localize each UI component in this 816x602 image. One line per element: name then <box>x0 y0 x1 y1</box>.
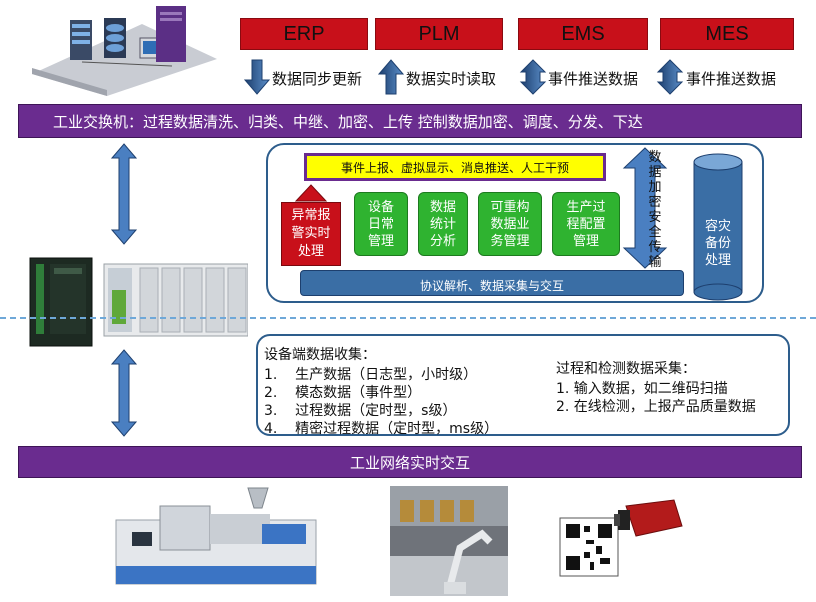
injection-molding-machine-illustration <box>115 487 317 585</box>
secure-transfer-label: 数 据 加 密 安 全 传 输 <box>648 150 662 270</box>
data-collection-panel <box>256 334 790 436</box>
barcode-scanner-illustration <box>559 499 683 577</box>
backup-cylinder-icon <box>693 153 743 301</box>
network-bar: 工业网络实时交互 <box>18 446 802 478</box>
process-collection-item: 1. 输入数据，如二维码扫描 <box>556 381 728 397</box>
process-collection-item: 2. 在线检测，上报产品质量数据 <box>556 399 756 415</box>
system-plm: PLM <box>375 18 503 50</box>
label-event-push-ems: 事件推送数据 <box>548 70 639 88</box>
double-arrow-icon <box>519 59 547 95</box>
device-collection-item: 2. 模态数据（事件型） <box>264 385 422 401</box>
platform-panel <box>266 143 764 303</box>
system-erp: ERP <box>240 18 368 50</box>
label-data-sync: 数据同步更新 <box>272 70 363 88</box>
vertical-double-arrow-icon <box>110 143 138 245</box>
industrial-switch-bar: 工业交换机：过程数据清洗、归类、中继、加密、上传 控制数据加密、调度、分发、下达 <box>18 104 802 138</box>
system-mes: MES <box>660 18 794 50</box>
section-divider <box>0 317 816 319</box>
label-event-push-mes: 事件推送数据 <box>686 70 777 88</box>
vertical-double-arrow-icon <box>110 349 138 437</box>
up-arrow-icon <box>294 184 328 202</box>
device-collection-title: 设备端数据收集： <box>264 347 376 363</box>
module-reconfig-business: 可重构 数据业 务管理 <box>478 192 542 256</box>
double-arrow-icon <box>656 59 684 95</box>
controller-plc-illustration <box>29 257 248 347</box>
device-collection-item: 4. 精密过程数据（定时型，ms级） <box>264 421 499 437</box>
backup-label: 容灾 备份 处理 <box>704 219 731 268</box>
robot-workcell-photo <box>390 486 508 596</box>
label-data-read: 数据实时读取 <box>406 70 497 88</box>
module-process-config: 生产过 程配置 管理 <box>552 192 620 256</box>
device-collection-item: 1. 生产数据（日志型，小时级） <box>264 367 478 383</box>
module-data-stats: 数据 统计 分析 <box>418 192 468 256</box>
device-collection-item: 3. 过程数据（定时型，s级） <box>264 403 457 419</box>
process-collection-title: 过程和检测数据采集： <box>556 361 696 377</box>
secure-transfer-arrow-icon <box>622 147 668 269</box>
sync-arrows <box>243 59 684 95</box>
down-arrow-icon <box>243 59 271 95</box>
server-network-illustration <box>32 6 217 96</box>
module-device-mgmt: 设备 日常 管理 <box>354 192 408 256</box>
up-arrow-icon <box>377 59 405 95</box>
alarm-processing-box: 异常报 警实时 处理 <box>281 202 341 266</box>
system-ems: EMS <box>518 18 648 50</box>
event-banner: 事件上报、虚拟显示、消息推送、人工干预 <box>304 153 606 181</box>
protocol-bar: 协议解析、数据采集与交互 <box>300 270 684 296</box>
